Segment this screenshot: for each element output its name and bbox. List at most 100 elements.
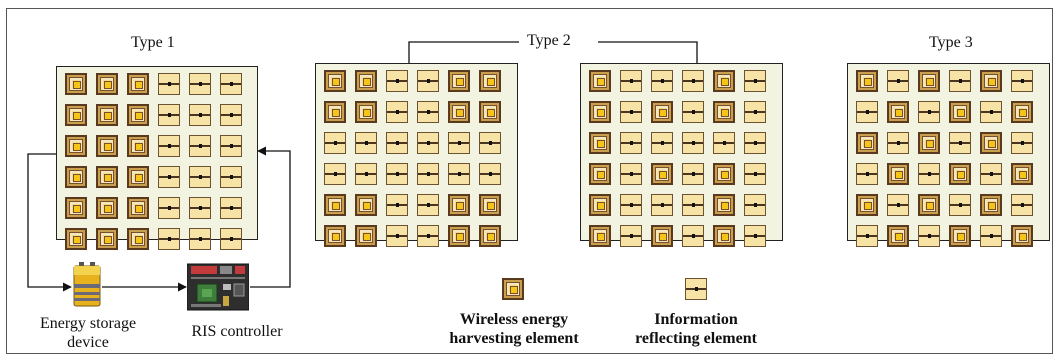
reflecting-element bbox=[856, 225, 878, 247]
storage-caption: Energy storage device bbox=[39, 315, 137, 351]
harvesting-element bbox=[127, 104, 149, 126]
reflecting-element bbox=[980, 163, 1002, 185]
reflecting-element bbox=[189, 104, 211, 126]
element-grid-type1 bbox=[65, 73, 242, 250]
harvesting-element bbox=[355, 194, 377, 216]
reflecting-element bbox=[1011, 70, 1033, 92]
reflecting-element bbox=[1011, 132, 1033, 154]
reflecting-element bbox=[220, 228, 242, 250]
reflecting-element bbox=[220, 73, 242, 95]
reflecting-element bbox=[448, 163, 470, 185]
reflecting-element bbox=[713, 132, 735, 154]
reflecting-element bbox=[386, 194, 408, 216]
reflecting-element bbox=[355, 132, 377, 154]
harvesting-element bbox=[651, 163, 673, 185]
reflecting-element bbox=[651, 194, 673, 216]
reflecting-element bbox=[220, 197, 242, 219]
harvesting-element bbox=[96, 104, 118, 126]
harvesting-element bbox=[448, 225, 470, 247]
harvesting-element bbox=[324, 225, 346, 247]
harvesting-element bbox=[589, 194, 611, 216]
harvesting-legend-label: Wireless energy harvesting element bbox=[449, 311, 579, 347]
harvesting-element bbox=[65, 104, 87, 126]
ris-panel-type2-a bbox=[315, 63, 518, 247]
harvesting-element bbox=[324, 101, 346, 123]
harvesting-element bbox=[713, 225, 735, 247]
harvesting-element bbox=[713, 101, 735, 123]
harvesting-element bbox=[65, 166, 87, 188]
harvesting-element bbox=[479, 101, 501, 123]
reflecting-element bbox=[856, 163, 878, 185]
harvesting-element bbox=[65, 73, 87, 95]
harvesting-element bbox=[918, 70, 940, 92]
harvesting-element bbox=[65, 228, 87, 250]
harvesting-element bbox=[980, 132, 1002, 154]
harvesting-element bbox=[589, 163, 611, 185]
element-grid-type2-b bbox=[589, 70, 766, 247]
reflecting-element bbox=[324, 163, 346, 185]
reflecting-element bbox=[189, 166, 211, 188]
reflecting-element bbox=[386, 163, 408, 185]
reflecting-element bbox=[189, 135, 211, 157]
harvesting-element bbox=[479, 70, 501, 92]
reflecting-element bbox=[620, 70, 642, 92]
reflecting-element bbox=[324, 132, 346, 154]
ris-panel-type3 bbox=[847, 63, 1050, 247]
harvesting-element bbox=[355, 225, 377, 247]
harvesting-element bbox=[856, 70, 878, 92]
reflecting-element bbox=[682, 132, 704, 154]
reflecting-element bbox=[158, 73, 180, 95]
reflecting-element bbox=[417, 101, 439, 123]
type1-label: Type 1 bbox=[131, 34, 175, 51]
harvesting-element bbox=[127, 73, 149, 95]
controller-caption: RIS controller bbox=[191, 323, 283, 340]
reflecting-element bbox=[744, 101, 766, 123]
harvesting-element bbox=[479, 194, 501, 216]
reflecting-element bbox=[479, 163, 501, 185]
reflecting-element bbox=[744, 132, 766, 154]
reflecting-element bbox=[158, 135, 180, 157]
harvesting-element bbox=[713, 163, 735, 185]
reflecting-element bbox=[949, 132, 971, 154]
reflecting-element bbox=[479, 132, 501, 154]
reflecting-element bbox=[386, 225, 408, 247]
reflecting-element bbox=[386, 70, 408, 92]
harvesting-element bbox=[713, 70, 735, 92]
reflecting-element bbox=[189, 228, 211, 250]
element-grid-type2-a bbox=[324, 70, 501, 247]
reflecting-element bbox=[355, 163, 377, 185]
harvesting-element bbox=[949, 101, 971, 123]
harvesting-element bbox=[65, 197, 87, 219]
reflecting-element bbox=[887, 194, 909, 216]
wire-panel-to-storage bbox=[27, 153, 72, 292]
reflecting-element bbox=[651, 132, 673, 154]
harvesting-element bbox=[96, 197, 118, 219]
harvesting-element bbox=[1011, 225, 1033, 247]
harvesting-element bbox=[918, 194, 940, 216]
reflecting-element bbox=[949, 70, 971, 92]
reflecting-element bbox=[417, 70, 439, 92]
harvesting-element bbox=[127, 197, 149, 219]
reflecting-element bbox=[918, 225, 940, 247]
harvesting-element bbox=[589, 225, 611, 247]
reflecting-element bbox=[158, 166, 180, 188]
harvesting-element bbox=[127, 135, 149, 157]
harvesting-element bbox=[324, 194, 346, 216]
reflecting-element bbox=[1011, 194, 1033, 216]
reflecting-element bbox=[682, 194, 704, 216]
reflecting-element bbox=[980, 225, 1002, 247]
harvesting-element bbox=[448, 194, 470, 216]
reflecting-element bbox=[220, 166, 242, 188]
reflecting-element bbox=[386, 101, 408, 123]
type2-label: Type 2 bbox=[527, 32, 571, 49]
reflecting-element bbox=[744, 225, 766, 247]
harvesting-element bbox=[355, 70, 377, 92]
harvesting-element bbox=[918, 132, 940, 154]
reflecting-element bbox=[189, 73, 211, 95]
reflecting-element bbox=[856, 101, 878, 123]
reflecting-element bbox=[417, 163, 439, 185]
harvesting-element bbox=[949, 163, 971, 185]
reflecting-element bbox=[220, 135, 242, 157]
